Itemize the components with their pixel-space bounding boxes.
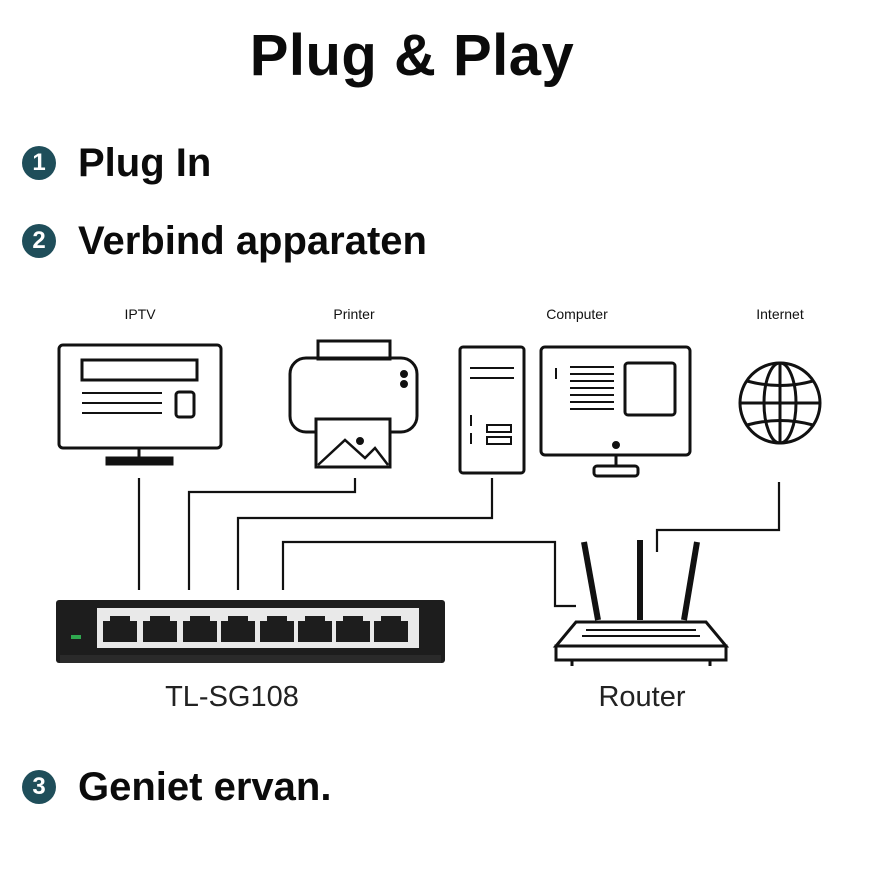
step-number-badge: 3 <box>22 770 56 804</box>
step-enjoy: 3 Geniet ervan. <box>22 764 332 809</box>
printer-icon <box>288 339 419 469</box>
page-title: Plug & Play <box>249 23 575 88</box>
cable-switch-router <box>281 540 576 608</box>
step-connect-devices: 2 Verbind apparaten <box>22 218 427 263</box>
computer-tower-icon <box>458 345 526 475</box>
step-text: Geniet ervan. <box>78 764 332 809</box>
device-label-printer: Printer <box>333 306 375 322</box>
tv-icon <box>57 343 223 466</box>
router-icon <box>552 540 730 666</box>
device-label-computer: Computer <box>546 306 608 322</box>
cable-computer <box>236 478 494 590</box>
device-label-iptv: IPTV <box>124 306 156 322</box>
switch-icon <box>56 600 445 663</box>
step-text: Verbind apparaten <box>78 218 427 263</box>
cable-printer <box>187 478 357 590</box>
switch-label: TL-SG108 <box>165 681 299 713</box>
step-number-badge: 1 <box>22 146 56 180</box>
monitor-icon <box>539 345 692 478</box>
step-plug-in: 1 Plug In <box>22 140 212 185</box>
globe-icon <box>738 361 822 445</box>
cable-internet <box>655 482 781 552</box>
step-number-badge: 2 <box>22 224 56 258</box>
cables <box>137 478 781 608</box>
device-label-internet: Internet <box>756 306 804 322</box>
router-label: Router <box>598 681 686 713</box>
power-led <box>71 635 81 639</box>
ethernet-ports <box>103 616 408 642</box>
step-text: Plug In <box>78 140 212 185</box>
